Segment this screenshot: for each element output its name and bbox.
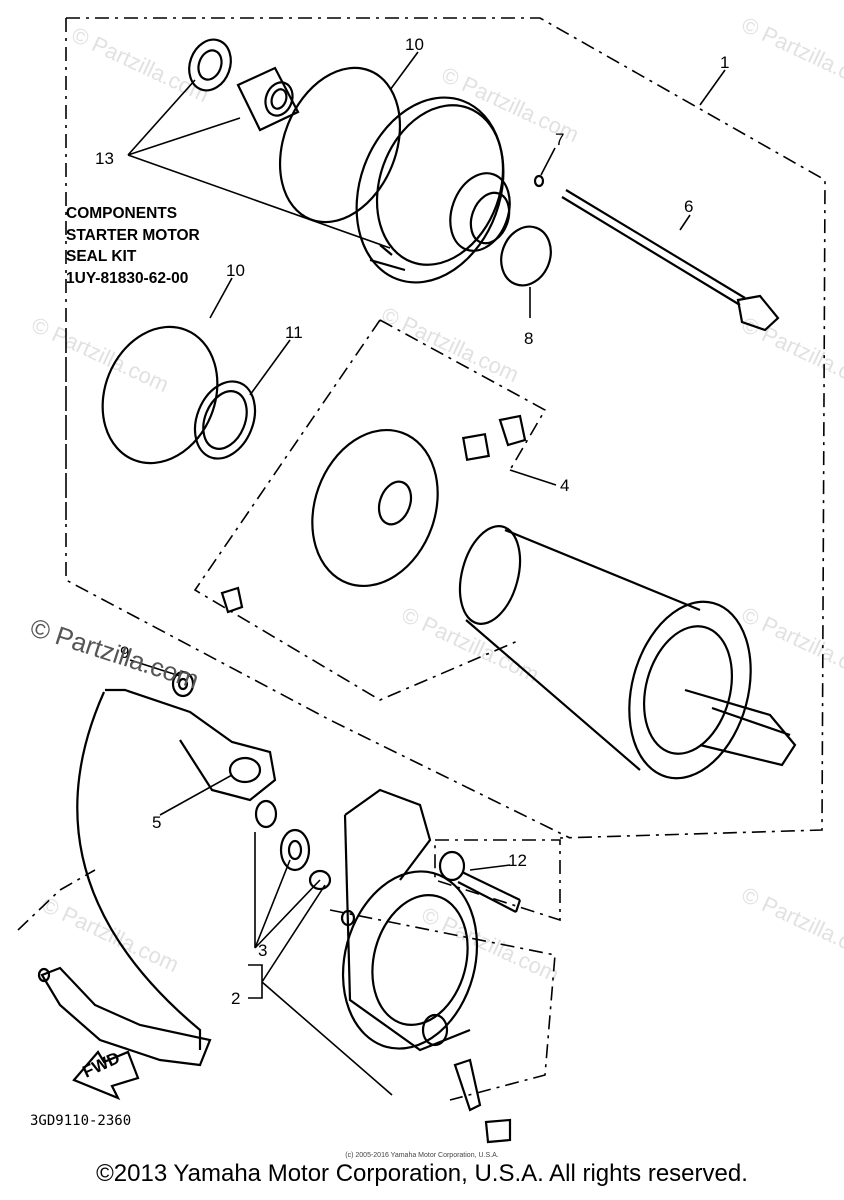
- kit-line-starter-motor: STARTER MOTOR: [66, 226, 200, 244]
- front-cover: [355, 96, 511, 284]
- callout-3: 3: [258, 941, 267, 960]
- kit-line-seal-kit: SEAL KIT: [66, 248, 137, 265]
- brush-plate-outline: [193, 319, 547, 701]
- seal-kit-box: COMPONENTS STARTER MOTOR SEAL KIT 1UY-81…: [66, 203, 200, 289]
- leader-10-lower: [209, 277, 233, 319]
- assembly-2-outline: [17, 869, 556, 1101]
- watermark-tiles: © Partzilla.com © Partzilla.com © Partzi…: [28, 12, 844, 987]
- terminal-bolt: [453, 1058, 512, 1144]
- watermark-tile: © Partzilla.com: [738, 882, 844, 967]
- leader-11: [249, 339, 291, 396]
- watermark-tile: © Partzilla.com: [738, 602, 844, 687]
- callout-11: 11: [285, 323, 303, 342]
- callout-2: 2: [231, 989, 240, 1008]
- fwd-label: FWD: [80, 1048, 123, 1082]
- watermark-tile: © Partzilla.com: [28, 312, 173, 397]
- leader-5: [159, 774, 233, 816]
- callout-5: 5: [152, 813, 161, 832]
- leader-9: [129, 659, 181, 677]
- watermark-tile: © Partzilla.com: [378, 302, 523, 387]
- callout-13: 13: [95, 149, 114, 168]
- rear-cover: [340, 788, 479, 1052]
- o-ring-10-lower: [101, 325, 219, 465]
- terminal-nut-9: [171, 670, 195, 698]
- bolt-12: [438, 850, 522, 913]
- callout-1: 1: [720, 53, 729, 72]
- washer-11: [193, 380, 257, 460]
- lead-wire-5: [76, 688, 277, 1050]
- through-bolt: [561, 189, 780, 332]
- leader-7: [540, 147, 556, 176]
- assembly-1-outline: [65, 17, 826, 839]
- starter-yoke: [458, 525, 797, 780]
- callout-10-lower: 10: [226, 261, 245, 280]
- watermark-tile: © Partzilla.com: [738, 312, 844, 397]
- needle-bearing: [236, 66, 300, 132]
- callout-7: 7: [555, 130, 564, 149]
- bolt-12-outline: [434, 839, 561, 922]
- drawing-number: 3GD9110-2360: [30, 1113, 131, 1129]
- copyright-notice: ©2013 Yamaha Motor Corporation, U.S.A. A…: [96, 1160, 748, 1187]
- kit-part-number: 1UY-81830-62-00: [66, 269, 189, 287]
- leader-10-top: [389, 51, 419, 91]
- callout-10-top: 10: [405, 35, 424, 54]
- callout-12: 12: [508, 851, 527, 870]
- leader-4: [509, 469, 557, 486]
- callout-8: 8: [524, 329, 533, 348]
- leader-3: [254, 832, 321, 949]
- watermark-tile: © Partzilla.com: [38, 892, 183, 977]
- o-ring-8: [500, 225, 552, 287]
- o-ring-10-top: [278, 66, 402, 224]
- small-copyright: (c) 2005-2016 Yamaha Motor Corporation, …: [345, 1152, 499, 1159]
- leader-1: [699, 69, 726, 106]
- brush-plate: [220, 414, 527, 614]
- callout-6: 6: [684, 197, 693, 216]
- leader-2: [248, 884, 393, 1096]
- leader-13: [127, 79, 391, 249]
- callout-9: 9: [120, 643, 129, 662]
- watermark-tile: © Partzilla.com: [738, 12, 844, 97]
- o-ring-7: [533, 174, 545, 188]
- oil-seal: [188, 38, 232, 92]
- washer-set-3: [254, 799, 332, 891]
- kit-line-components: COMPONENTS: [66, 205, 178, 222]
- cable-end: [37, 966, 212, 1067]
- fwd-arrow: [72, 1050, 140, 1101]
- callout-4: 4: [560, 476, 569, 495]
- watermark-tile: © Partzilla.com: [68, 22, 213, 107]
- watermark-tile: © Partzilla.com: [398, 602, 543, 687]
- leader-6: [679, 214, 691, 231]
- leader-12: [469, 864, 511, 871]
